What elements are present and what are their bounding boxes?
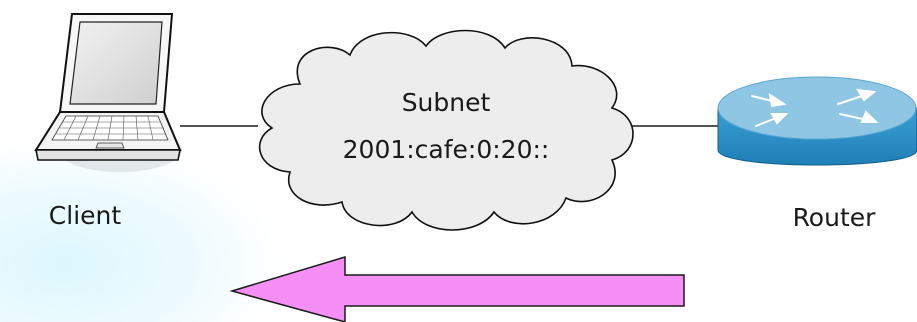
laptop-icon [34, 13, 182, 172]
client-label: Client [49, 201, 122, 230]
cloud-icon [258, 29, 634, 231]
router-to-client-arrow [229, 255, 685, 322]
subnet-label: Subnet [402, 88, 491, 117]
router-icon [717, 76, 917, 166]
subnet-prefix-label: 2001:cafe:0:20:: [343, 135, 550, 164]
router-label: Router [793, 203, 877, 232]
